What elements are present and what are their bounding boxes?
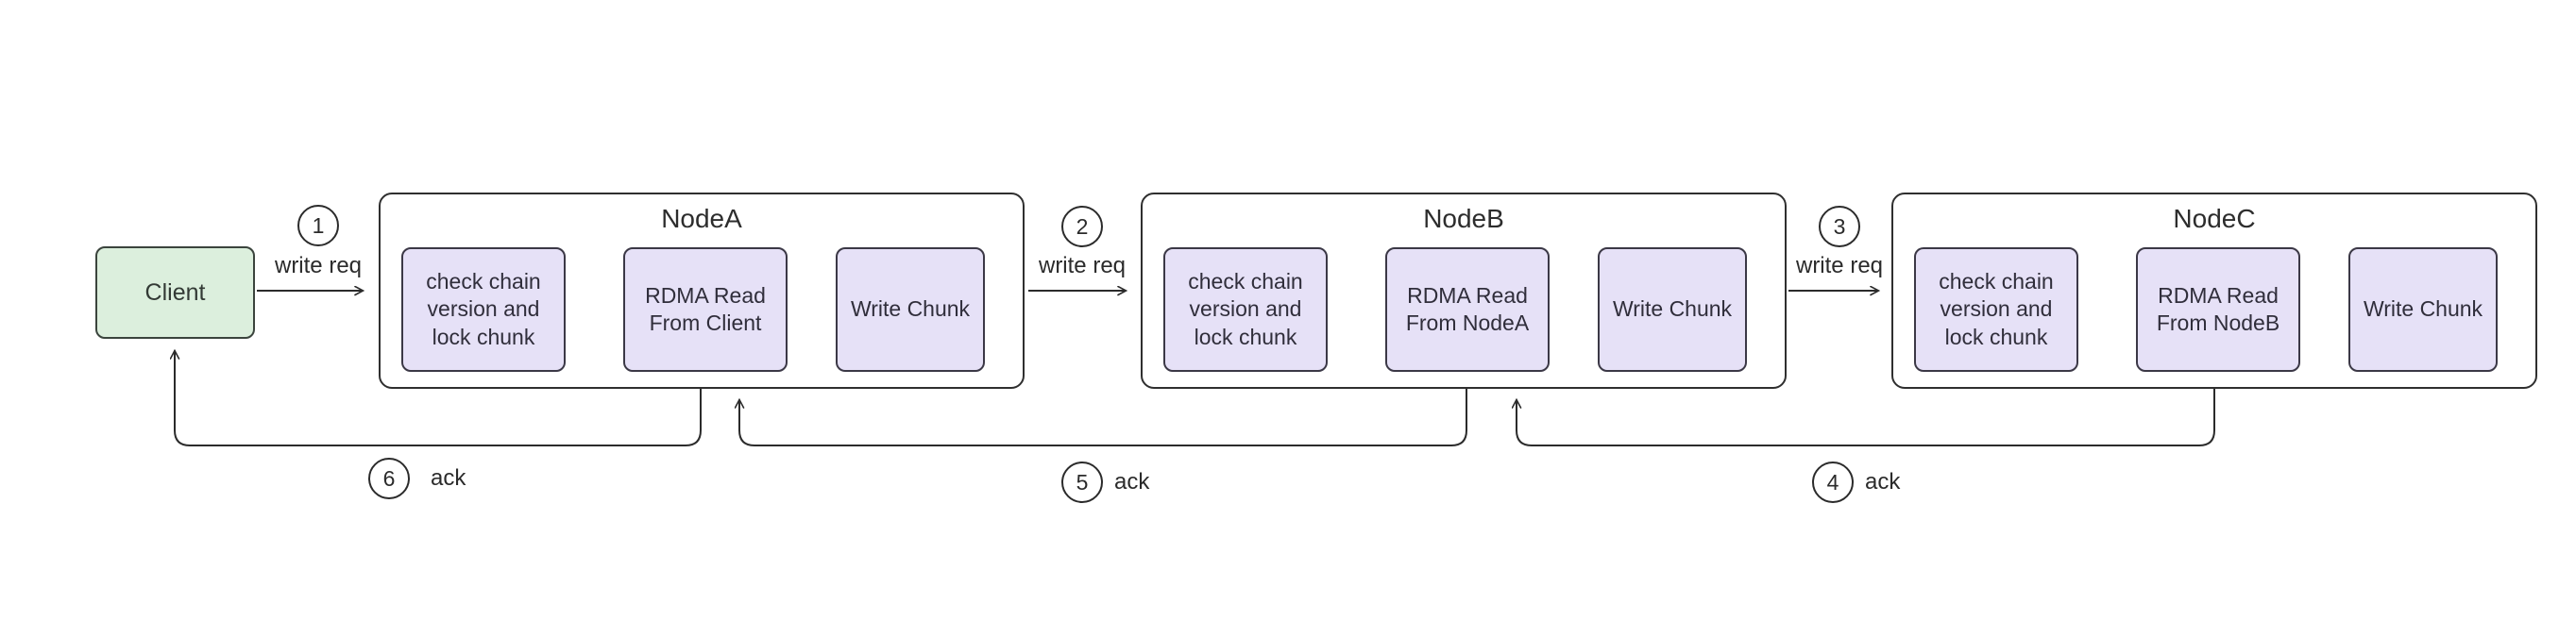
- step-label: check chain version and lock chunk: [426, 268, 541, 349]
- node-a-step-check-chain: check chain version and lock chunk: [401, 247, 566, 372]
- node-c-step-check-chain: check chain version and lock chunk: [1914, 247, 2078, 372]
- node-b-step-write-chunk: Write Chunk: [1598, 247, 1747, 372]
- ack-path-5: [739, 388, 1467, 446]
- node-b: NodeB check chain version and lock chunk…: [1141, 193, 1787, 389]
- flow-circle-6: 6: [368, 458, 410, 499]
- node-b-title: NodeB: [1423, 204, 1504, 233]
- flow-circle-4: 4: [1812, 462, 1854, 503]
- flow-circle-1: 1: [297, 205, 339, 246]
- step-label: check chain version and lock chunk: [1939, 268, 2054, 349]
- flow-circle-2: 2: [1061, 206, 1103, 247]
- node-c-step-rdma-read: RDMA Read From NodeB: [2136, 247, 2300, 372]
- flow-number: 1: [312, 212, 325, 238]
- node-a-step-write-chunk: Write Chunk: [836, 247, 985, 372]
- node-a-step-rdma-read: RDMA Read From Client: [623, 247, 788, 372]
- step-label: RDMA Read From NodeB: [2156, 282, 2280, 335]
- ack-path-4: [1517, 388, 2215, 446]
- step-label: Write Chunk: [2363, 296, 2483, 322]
- flow-number: 5: [1076, 469, 1089, 495]
- client-box: Client: [95, 246, 255, 339]
- flow-number: 2: [1076, 213, 1089, 239]
- ack-label-6: ack: [431, 465, 466, 491]
- flow-number: 3: [1833, 213, 1846, 239]
- flow-circle-5: 5: [1061, 462, 1103, 503]
- step-label: RDMA Read From Client: [645, 282, 766, 335]
- node-c-step-write-chunk: Write Chunk: [2348, 247, 2498, 372]
- ack-label-4: ack: [1865, 469, 1901, 495]
- node-b-step-check-chain: check chain version and lock chunk: [1163, 247, 1328, 372]
- step-label: RDMA Read From NodeA: [1405, 282, 1530, 335]
- node-a: NodeA check chain version and lock chunk…: [379, 193, 1025, 389]
- step-label: check chain version and lock chunk: [1188, 268, 1303, 349]
- node-b-step-rdma-read: RDMA Read From NodeA: [1385, 247, 1550, 372]
- write-req-label-3: write req: [1795, 253, 1884, 278]
- flow-number: 4: [1826, 469, 1839, 495]
- node-c-title: NodeC: [2173, 204, 2256, 233]
- node-c: NodeC check chain version and lock chunk…: [1891, 193, 2537, 389]
- write-req-label-2: write req: [1038, 253, 1127, 278]
- step-label: Write Chunk: [1612, 296, 1733, 322]
- ack-label-5: ack: [1114, 469, 1150, 495]
- write-req-label-1: write req: [274, 253, 363, 278]
- flow-circle-3: 3: [1819, 206, 1860, 247]
- flow-number: 6: [382, 465, 396, 491]
- client-label: Client: [144, 278, 206, 306]
- node-a-title: NodeA: [661, 204, 742, 233]
- step-label: Write Chunk: [850, 296, 971, 322]
